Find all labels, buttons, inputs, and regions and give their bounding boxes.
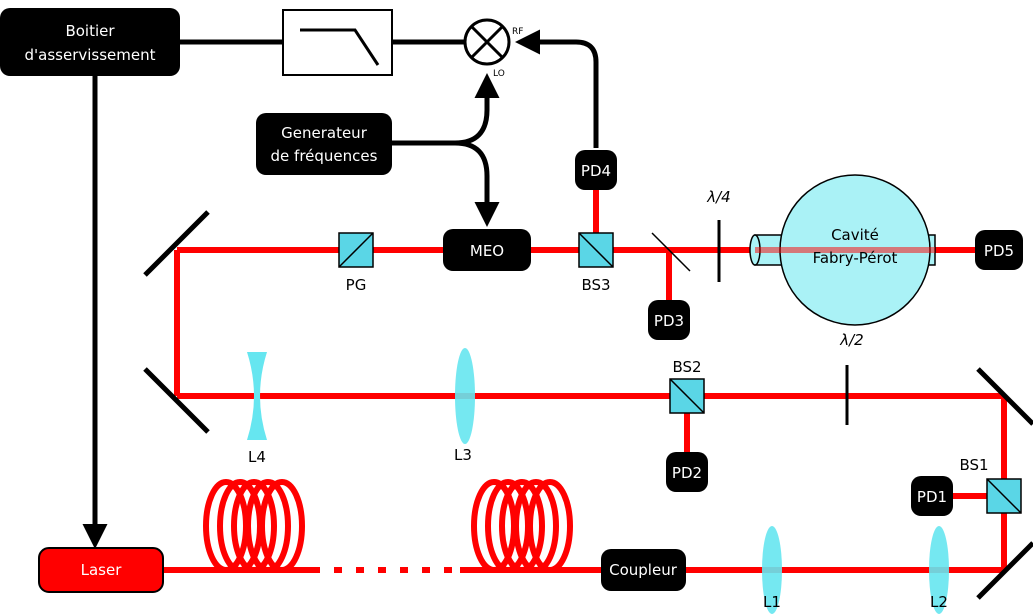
pd3-label: PD3 [654, 312, 684, 330]
bs3-label: BS3 [581, 276, 610, 294]
coupler-box: Coupleur [601, 549, 686, 591]
pg-label: PG [346, 276, 367, 294]
lens-icon [762, 526, 782, 614]
mixer-lo-label: LO [493, 69, 505, 79]
pd1-label: PD1 [917, 488, 947, 506]
laser-label: Laser [81, 561, 123, 579]
bs2-label: BS2 [672, 358, 701, 376]
cavity-label-line2: Fabry-Pérot [813, 249, 898, 267]
l3-label: L3 [454, 446, 472, 464]
generator-label-line2: de fréquences [271, 147, 378, 165]
l4-label: L4 [248, 448, 266, 466]
meo-label: MEO [470, 242, 504, 260]
frequency-generator-box: Generateur de fréquences [256, 113, 392, 175]
mixer-icon: RF LO [463, 18, 523, 79]
pd5-label: PD5 [984, 242, 1014, 260]
fiber-coil-icon [471, 479, 573, 573]
beam-splitter-icon [338, 232, 1022, 514]
servo-label-line1: Boitier [65, 22, 115, 40]
half-wave-label: λ/2 [839, 331, 863, 349]
photodiode-pd5: PD5 [975, 230, 1023, 270]
servo-box: Boitier d'asservissement [0, 8, 180, 76]
photodiode-pd1: PD1 [911, 476, 953, 516]
photodiode-pd2: PD2 [666, 452, 708, 492]
photodiode-pd3: PD3 [648, 300, 690, 340]
meo-box: MEO [443, 229, 531, 271]
electronic-wiring [82, 29, 599, 549]
fiber-coil-icon [203, 479, 305, 573]
l1-label: L1 [763, 593, 781, 611]
lowpass-filter-icon [282, 9, 393, 76]
mixer-rf-label: RF [512, 27, 523, 37]
laser-box: Laser [38, 547, 164, 593]
mirror-icon [143, 210, 1033, 600]
cavity-label-line1: Cavité [831, 226, 879, 244]
quarter-wave-label: λ/4 [706, 188, 730, 206]
pd2-label: PD2 [672, 464, 702, 482]
l2-label: L2 [930, 593, 948, 611]
pd4-label: PD4 [581, 162, 611, 180]
fabry-perot-cavity: Cavité Fabry-Pérot [749, 174, 936, 326]
bs1-label: BS1 [959, 456, 988, 474]
servo-label-line2: d'asservissement [25, 46, 156, 64]
generator-label-line1: Generateur [281, 124, 368, 142]
lens-icon [929, 526, 949, 614]
lens-icon [455, 348, 475, 444]
photodiode-pd4: PD4 [575, 150, 617, 190]
coupler-label: Coupleur [609, 561, 678, 579]
lens-icon [247, 352, 267, 440]
